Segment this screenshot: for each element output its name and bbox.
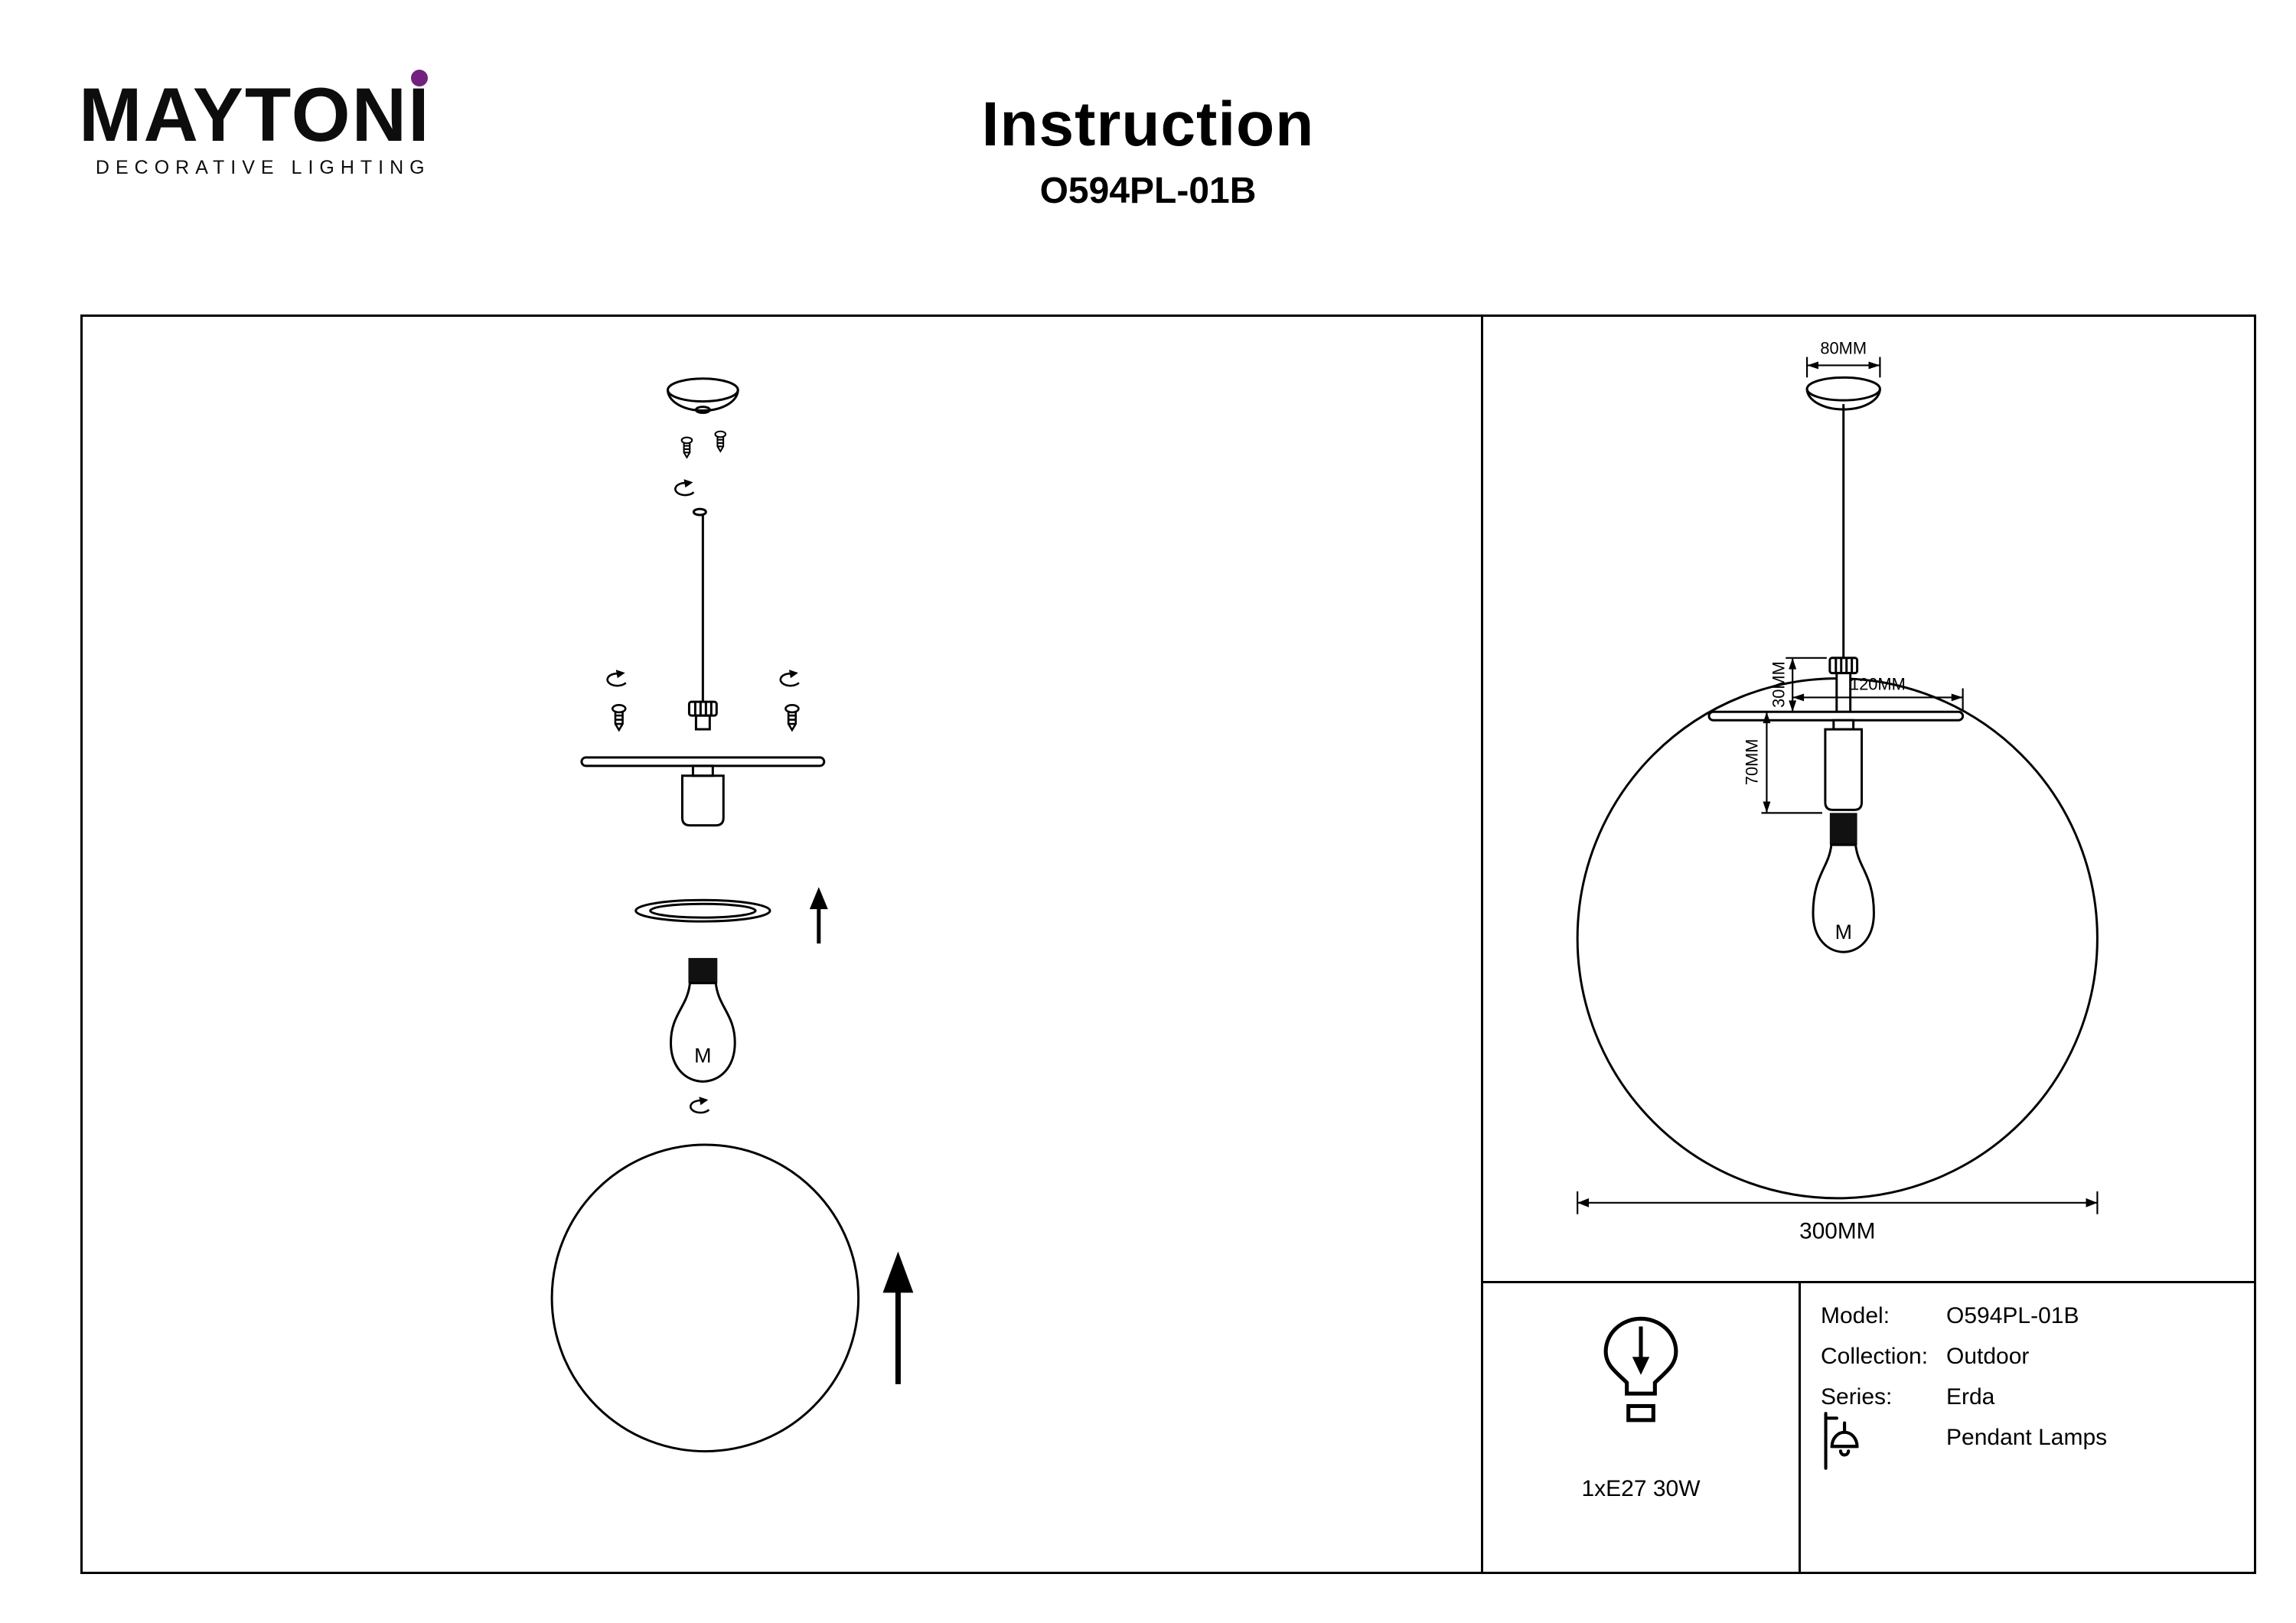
dimension-lines bbox=[1577, 357, 2099, 1214]
bulb-icon bbox=[1603, 1316, 1678, 1423]
title-block: Instruction O594PL-01B bbox=[0, 89, 2296, 212]
dimension-labels: 80MM 120MM 30MM 70MM 300MM bbox=[1743, 339, 1906, 1244]
diagram-frame: M bbox=[80, 314, 2256, 1574]
spec-label: Collection: bbox=[1821, 1344, 1929, 1369]
bulb-wattage-mark: M bbox=[1835, 921, 1852, 943]
brand-name-letter: I bbox=[408, 72, 431, 157]
spec-value: Erda bbox=[1946, 1384, 1995, 1410]
exploded-view-panel: M bbox=[83, 317, 1483, 1572]
spec-row-series: Series: Erda bbox=[1821, 1384, 2254, 1425]
spec-row-collection: Collection: Outdoor bbox=[1821, 1344, 2254, 1384]
light-bulb bbox=[1812, 813, 1875, 953]
dim-sphere-diameter: 300MM bbox=[1799, 1219, 1875, 1244]
mounting-plate bbox=[580, 756, 826, 768]
lamp-socket bbox=[1824, 719, 1864, 811]
dimensioned-lamp-diagram: 80MM 120MM 30MM 70MM 300MM M bbox=[1576, 339, 2099, 1244]
ceiling-canopy bbox=[1805, 376, 1881, 411]
spec-row-type: Pendant Lamps bbox=[1821, 1425, 2254, 1465]
arrow-up-icon bbox=[882, 1251, 914, 1384]
logo-dot-icon bbox=[410, 70, 428, 86]
spec-row-model: Model: O594PL-01B bbox=[1821, 1303, 2254, 1344]
exploded-assembly-diagram: M bbox=[550, 377, 914, 1453]
dim-mount-height: 30MM bbox=[1769, 661, 1788, 708]
canopy-screws bbox=[680, 430, 727, 458]
spec-footer: 1xE27 30W Model: O594PL-01B Collection: … bbox=[1483, 1281, 2254, 1572]
spec-value: Pendant Lamps bbox=[1946, 1425, 2108, 1450]
dim-socket-height: 70MM bbox=[1743, 739, 1762, 786]
light-bulb bbox=[670, 957, 736, 1083]
model-number: O594PL-01B bbox=[1039, 171, 1257, 211]
lamp-spec-cell: 1xE27 30W bbox=[1483, 1283, 1801, 1572]
lamp-spec-text: 1xE27 30W bbox=[1581, 1476, 1701, 1501]
cord-grip bbox=[687, 700, 718, 731]
pendant-lamp-icon bbox=[1824, 1412, 1859, 1470]
rotate-arrow-icon bbox=[673, 477, 695, 497]
seal-ring bbox=[634, 898, 771, 923]
brand-tagline: DECORATIVE LIGHTING bbox=[95, 157, 431, 178]
spec-label: Model: bbox=[1821, 1303, 1890, 1328]
ceiling-canopy bbox=[667, 377, 739, 415]
dim-plate-width: 120MM bbox=[1850, 674, 1906, 693]
mounting-plate bbox=[1707, 710, 1965, 722]
brand-name-prefix: MAYTON bbox=[79, 72, 409, 157]
brand-name-dotted-letter: I bbox=[408, 70, 431, 152]
dimension-panel: 80MM 120MM 30MM 70MM 300MM M bbox=[1483, 317, 2254, 1572]
spec-table: Model: O594PL-01B Collection: Outdoor Se… bbox=[1801, 1283, 2254, 1572]
spec-value: Outdoor bbox=[1946, 1344, 2030, 1369]
dim-canopy-diameter: 80MM bbox=[1820, 339, 1867, 358]
glass-sphere bbox=[550, 1143, 860, 1453]
arrow-up-icon bbox=[809, 887, 828, 944]
pendant-lamp-icon-wrap bbox=[1818, 1406, 1865, 1476]
page-title: Instruction bbox=[981, 90, 1315, 159]
spec-value: O594PL-01B bbox=[1946, 1303, 2079, 1328]
rotate-arrow-icon bbox=[689, 1095, 710, 1114]
spec-label: Series: bbox=[1821, 1384, 1893, 1410]
lamp-socket bbox=[680, 764, 725, 827]
suspension-cord bbox=[692, 507, 707, 702]
bulb-wattage-mark: M bbox=[694, 1044, 711, 1067]
